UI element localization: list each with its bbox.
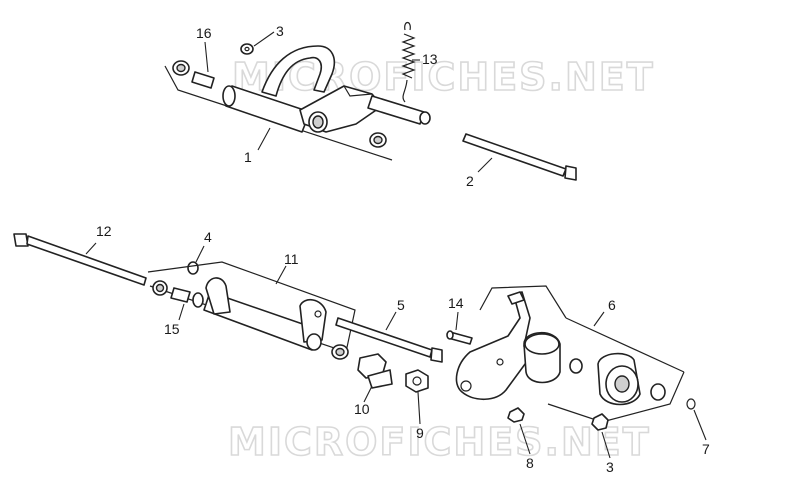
part-4-washer: [187, 261, 199, 275]
part-1-swing-arm: [164, 45, 431, 161]
callout-5: 5: [397, 297, 405, 313]
part-7-o-ring: [686, 398, 696, 410]
leader-lines: [85, 31, 707, 459]
part-10-spacer: [357, 353, 393, 389]
callout-3-top: 3: [276, 23, 284, 39]
watermark-bottom: MICROFICHES.NET: [228, 420, 651, 464]
callout-12: 12: [96, 223, 112, 239]
callout-1: 1: [244, 149, 252, 165]
part-3-nut-lower: [591, 413, 609, 431]
callout-7: 7: [702, 441, 710, 457]
callout-11: 11: [284, 251, 299, 267]
part-9-nut: [405, 369, 429, 393]
part-13-spring: [401, 21, 416, 103]
watermark-top: MICROFICHES.NET: [232, 55, 655, 99]
part-5-bolt: [335, 317, 443, 363]
part-8-nut: [507, 407, 525, 423]
part-12-long-bolt: [13, 233, 147, 286]
callout-3-bottom: 3: [606, 459, 614, 475]
callout-16: 16: [196, 25, 212, 41]
part-11-bracket: [147, 261, 356, 360]
part-2-bolt: [462, 133, 577, 181]
part-6-tensioner: [455, 285, 685, 423]
callout-8: 8: [526, 455, 534, 471]
part-3-washer-top: [240, 43, 254, 55]
callout-13: 13: [422, 51, 438, 67]
callout-9: 9: [416, 425, 424, 441]
callout-15: 15: [164, 321, 180, 337]
callout-4: 4: [204, 229, 212, 245]
callout-2: 2: [466, 173, 474, 189]
part-14-bolt: [446, 330, 473, 345]
callout-14: 14: [448, 295, 464, 311]
callout-10: 10: [354, 401, 370, 417]
callout-6: 6: [608, 297, 616, 313]
